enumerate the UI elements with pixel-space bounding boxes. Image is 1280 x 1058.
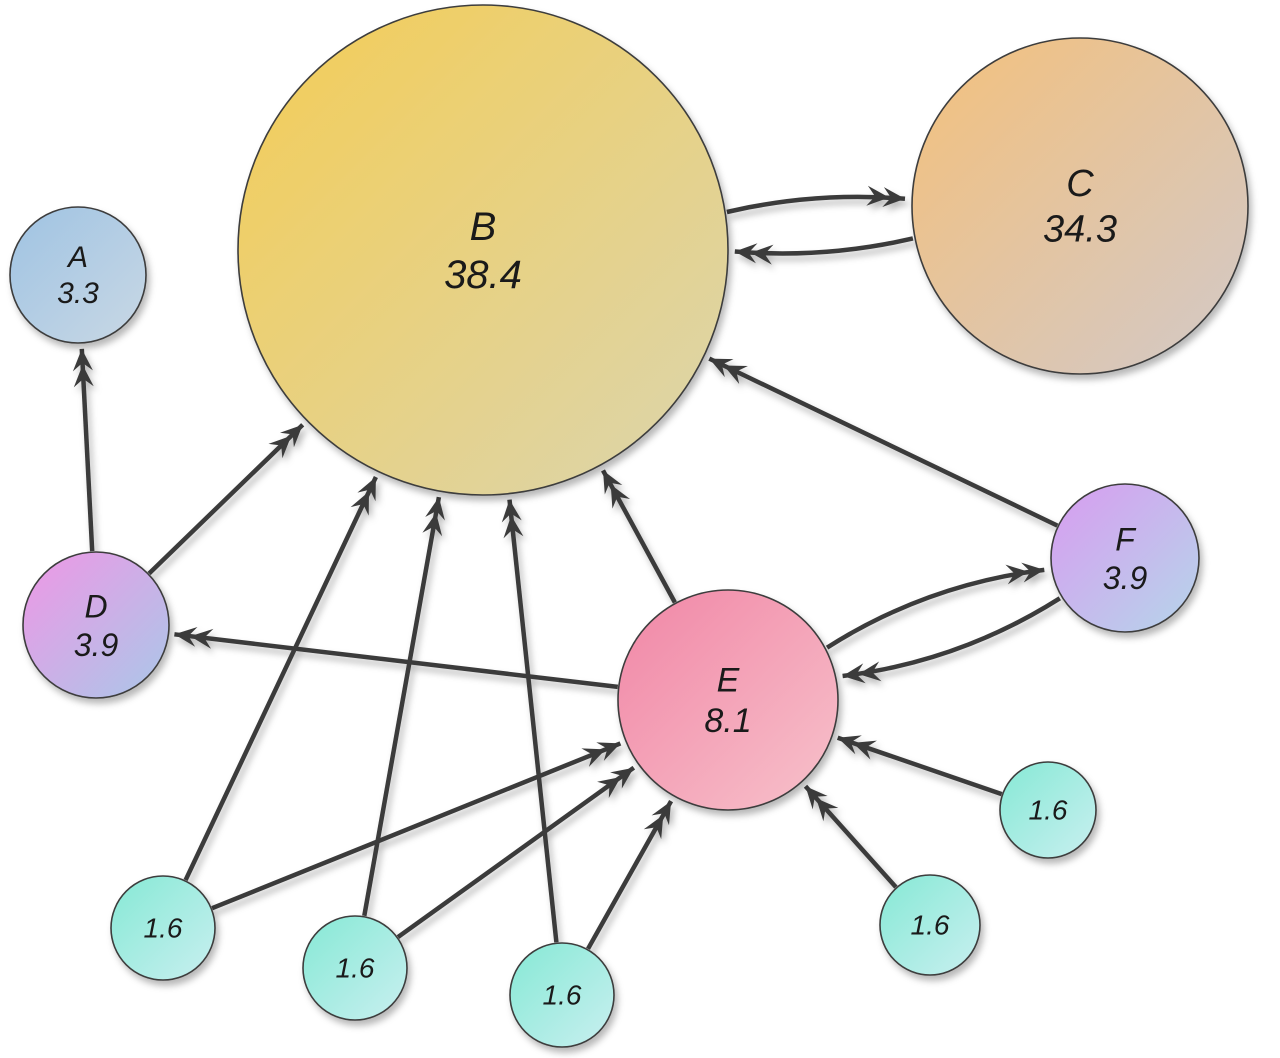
arrowhead-icon-F-to-E <box>858 661 882 682</box>
node-C-circle <box>911 37 1249 375</box>
arrowhead-icon-D-to-B <box>280 424 303 448</box>
arrowhead-icon-C-to-B <box>750 244 774 265</box>
arrowhead-icon-G2-to-E <box>597 777 621 798</box>
node-G5-value: 1.6 <box>1029 795 1068 826</box>
arrowhead-icon-D-to-A <box>73 364 94 388</box>
node-G4-circle <box>879 874 981 976</box>
node-G4-value: 1.6 <box>911 910 950 941</box>
arrowhead-icon-G3-to-B <box>503 515 524 539</box>
arrowhead-icon-D-to-B <box>268 435 292 459</box>
edge-E-to-D <box>174 632 619 690</box>
arrowhead-icon-D-to-A <box>72 348 93 372</box>
node-F-value: 3.9 <box>1103 560 1148 596</box>
arrowhead-icon-G5-to-E <box>837 735 862 755</box>
arrowhead-icon-F-to-B <box>723 365 748 384</box>
node-E-label: E <box>717 661 740 699</box>
node-G1-circle <box>110 875 216 981</box>
arrowhead-icon-G1-to-B <box>350 491 369 516</box>
node-A-label: A <box>66 241 88 274</box>
arrowhead-icon-C-to-B <box>734 243 758 264</box>
edge-G1-to-E <box>211 741 622 911</box>
arrowhead-icon-G2-to-B <box>422 512 443 537</box>
edge-G2-to-B <box>362 496 442 917</box>
arrowhead-icon-G5-to-E <box>852 740 877 760</box>
labels-layer: A3.3B38.4C34.3D3.9E8.1F3.91.61.61.61.61.… <box>57 163 1147 1011</box>
edge-F-to-B <box>708 356 1059 528</box>
node-G3-circle <box>509 942 615 1048</box>
arrowhead-icon-G1-to-E <box>581 748 606 767</box>
arrowhead-icon-B-to-C <box>882 187 905 207</box>
arrowhead-icon-G1-to-E <box>596 742 621 761</box>
arrowhead-icon-E-to-B <box>603 470 623 495</box>
arrowhead-icon-G3-to-B <box>501 499 522 523</box>
node-G1-value: 1.6 <box>144 913 183 944</box>
node-F-circle <box>1050 483 1200 633</box>
arrowhead-icon-B-to-C <box>866 185 890 206</box>
arrowhead-icon-G2-to-B <box>425 497 445 521</box>
arrowhead-icon-G4-to-E <box>816 798 839 822</box>
node-D-value: 3.9 <box>74 627 119 663</box>
arrowhead-icon-E-to-F <box>1021 562 1045 583</box>
arrowhead-icon-F-to-B <box>709 358 734 378</box>
node-G2-circle <box>302 915 408 1021</box>
arrowhead-icon-E-to-D <box>190 628 214 649</box>
node-B-label: B <box>470 205 497 249</box>
edge-G1-to-B <box>183 476 378 882</box>
node-F-label: F <box>1115 521 1137 557</box>
edge-D-to-A <box>79 348 95 552</box>
node-B-value: 38.4 <box>444 253 522 297</box>
arrowhead-icon-G3-to-E <box>651 801 672 826</box>
arrowhead-icon-G2-to-E <box>610 767 634 789</box>
edge-G2-to-E <box>396 765 636 939</box>
edge-D-to-B <box>147 423 305 576</box>
node-C-value: 34.3 <box>1043 209 1117 251</box>
node-G2-value: 1.6 <box>336 953 375 984</box>
node-C-label: C <box>1066 163 1094 205</box>
arrowhead-icon-G1-to-B <box>357 477 376 502</box>
arrowhead-icon-F-to-E <box>842 663 866 684</box>
arrowhead-icon-G4-to-E <box>805 786 828 810</box>
arrowhead-icon-E-to-D <box>174 627 198 647</box>
edges-layer <box>72 185 1062 950</box>
node-A-value: 3.3 <box>57 277 99 310</box>
node-G3-value: 1.6 <box>543 980 582 1011</box>
node-D-label: D <box>84 588 107 624</box>
nodes-layer <box>9 4 1249 1048</box>
arrowhead-icon-G3-to-E <box>643 815 664 840</box>
arrowhead-icon-E-to-B <box>610 484 630 509</box>
node-A-circle <box>9 206 147 344</box>
node-G5-circle <box>999 761 1097 859</box>
node-E-circle <box>617 589 839 811</box>
arrowhead-icon-E-to-F <box>1005 564 1029 585</box>
node-E-value: 8.1 <box>704 702 751 740</box>
node-D-circle <box>22 551 170 699</box>
edge-G3-to-B <box>507 499 559 943</box>
node-B-circle <box>237 4 729 496</box>
